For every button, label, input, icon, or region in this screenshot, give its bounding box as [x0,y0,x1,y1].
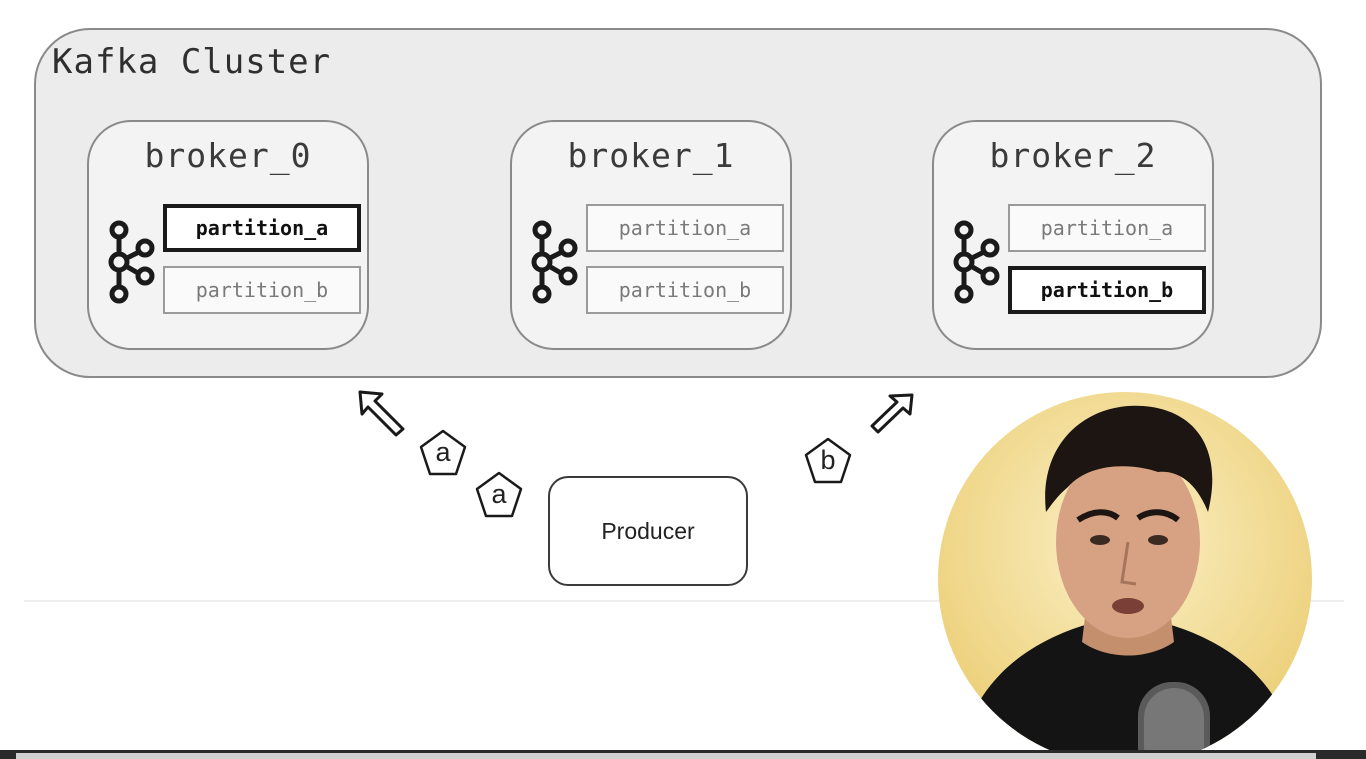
arrow-up-left-icon [358,390,405,437]
broker-2: broker_2 partition_a partition_b [932,120,1214,350]
partition-a-box: partition_a [163,204,361,252]
kafka-logo-icon [108,220,155,304]
pentagon-icon [475,471,523,518]
producer-box: Producer [548,476,748,586]
pentagon-icon [804,437,852,484]
partition-a-box: partition_a [1008,204,1206,252]
partition-a-box: partition_a [586,204,784,252]
kafka-logo-icon [531,220,578,304]
broker-title: broker_0 [144,136,312,175]
broker-title: broker_2 [989,136,1157,175]
message-label: b [820,445,836,475]
message-a-token: a [474,470,524,520]
producer-label: Producer [601,517,695,544]
video-progress-bar[interactable] [0,750,1366,759]
divider-line [24,600,1344,602]
message-label: a [435,437,451,467]
partition-b-box: partition_b [1008,266,1206,314]
message-label: a [491,479,507,509]
video-progress-track[interactable] [16,753,1316,759]
message-b-token: b [803,436,853,486]
broker-title: broker_1 [567,136,735,175]
partition-b-box: partition_b [586,266,784,314]
broker-0: broker_0 partition_a partition_b [87,120,369,350]
pentagon-icon [419,429,467,476]
kafka-logo-icon [953,220,1000,304]
arrow-up-right-icon [870,393,914,434]
message-a-token: a [418,428,468,478]
broker-1: broker_1 partition_a partition_b [510,120,792,350]
presenter-webcam [938,392,1312,759]
partition-b-box: partition_b [163,266,361,314]
cluster-title: Kafka Cluster [52,42,332,82]
